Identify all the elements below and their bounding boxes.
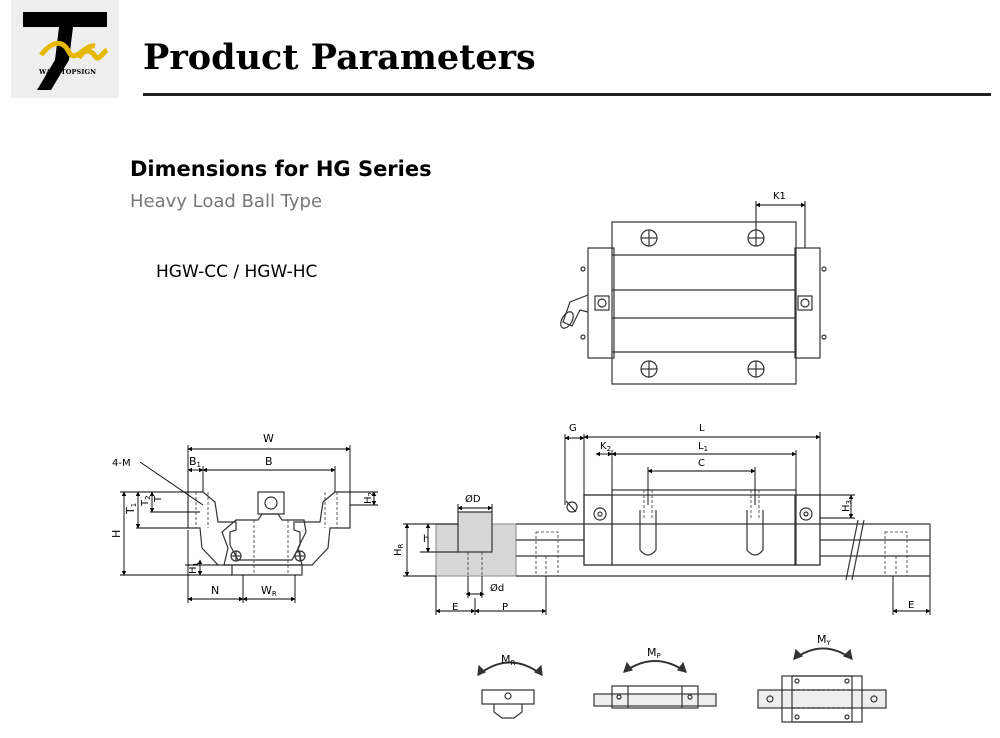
dim-h3: H3 — [841, 500, 853, 512]
dim-b1: B1 — [189, 455, 201, 469]
side-view-drawing — [403, 432, 931, 615]
dim-wr: WR — [261, 584, 277, 598]
dim-h-small: h — [423, 534, 429, 545]
logo-mark-icon — [23, 12, 109, 90]
dim-c: C — [698, 458, 705, 469]
title-divider — [143, 93, 991, 96]
dim-od-small: Ød — [490, 582, 504, 594]
dim-k1: K1 — [773, 191, 786, 202]
dim-l1: L1 — [698, 441, 708, 453]
dim-w: W — [263, 432, 274, 445]
dim-e-left: E — [452, 602, 458, 613]
moment-mp-icon — [593, 660, 717, 709]
section-title: Dimensions for HG Series — [130, 157, 432, 181]
dim-t1: T1 — [124, 503, 138, 515]
dim-od-big: ØD — [465, 493, 481, 505]
label-my: MY — [817, 633, 832, 647]
label-mr: MR — [501, 653, 516, 667]
logo-text: WAVETOPSIGN — [39, 68, 97, 76]
dim-p: P — [502, 602, 508, 613]
dim-4m: 4-M — [112, 458, 131, 469]
moment-mr-icon — [477, 661, 543, 719]
label-mp: MP — [647, 646, 661, 660]
top-view-drawing — [560, 201, 827, 385]
dim-t: T — [153, 495, 164, 503]
dim-b: B — [265, 455, 273, 468]
dim-h: H — [110, 530, 123, 538]
dim-l: L — [699, 423, 705, 434]
dim-h2: H2 — [363, 492, 375, 504]
dim-h1: H1 — [188, 562, 200, 574]
dim-g: G — [569, 423, 577, 434]
brand-logo: WAVETOPSIGN — [11, 0, 119, 98]
dim-e-right: E — [908, 600, 914, 611]
dim-k2: K2 — [600, 441, 611, 453]
dim-hr: HR — [393, 543, 405, 556]
dim-n: N — [211, 584, 219, 597]
dim-t2: T2 — [140, 495, 152, 507]
model-label: HGW-CC / HGW-HC — [156, 262, 318, 282]
page-title: Product Parameters — [143, 37, 536, 78]
front-view-drawing — [120, 445, 378, 603]
moment-my-icon — [757, 647, 887, 723]
section-subtitle: Heavy Load Ball Type — [130, 191, 323, 212]
